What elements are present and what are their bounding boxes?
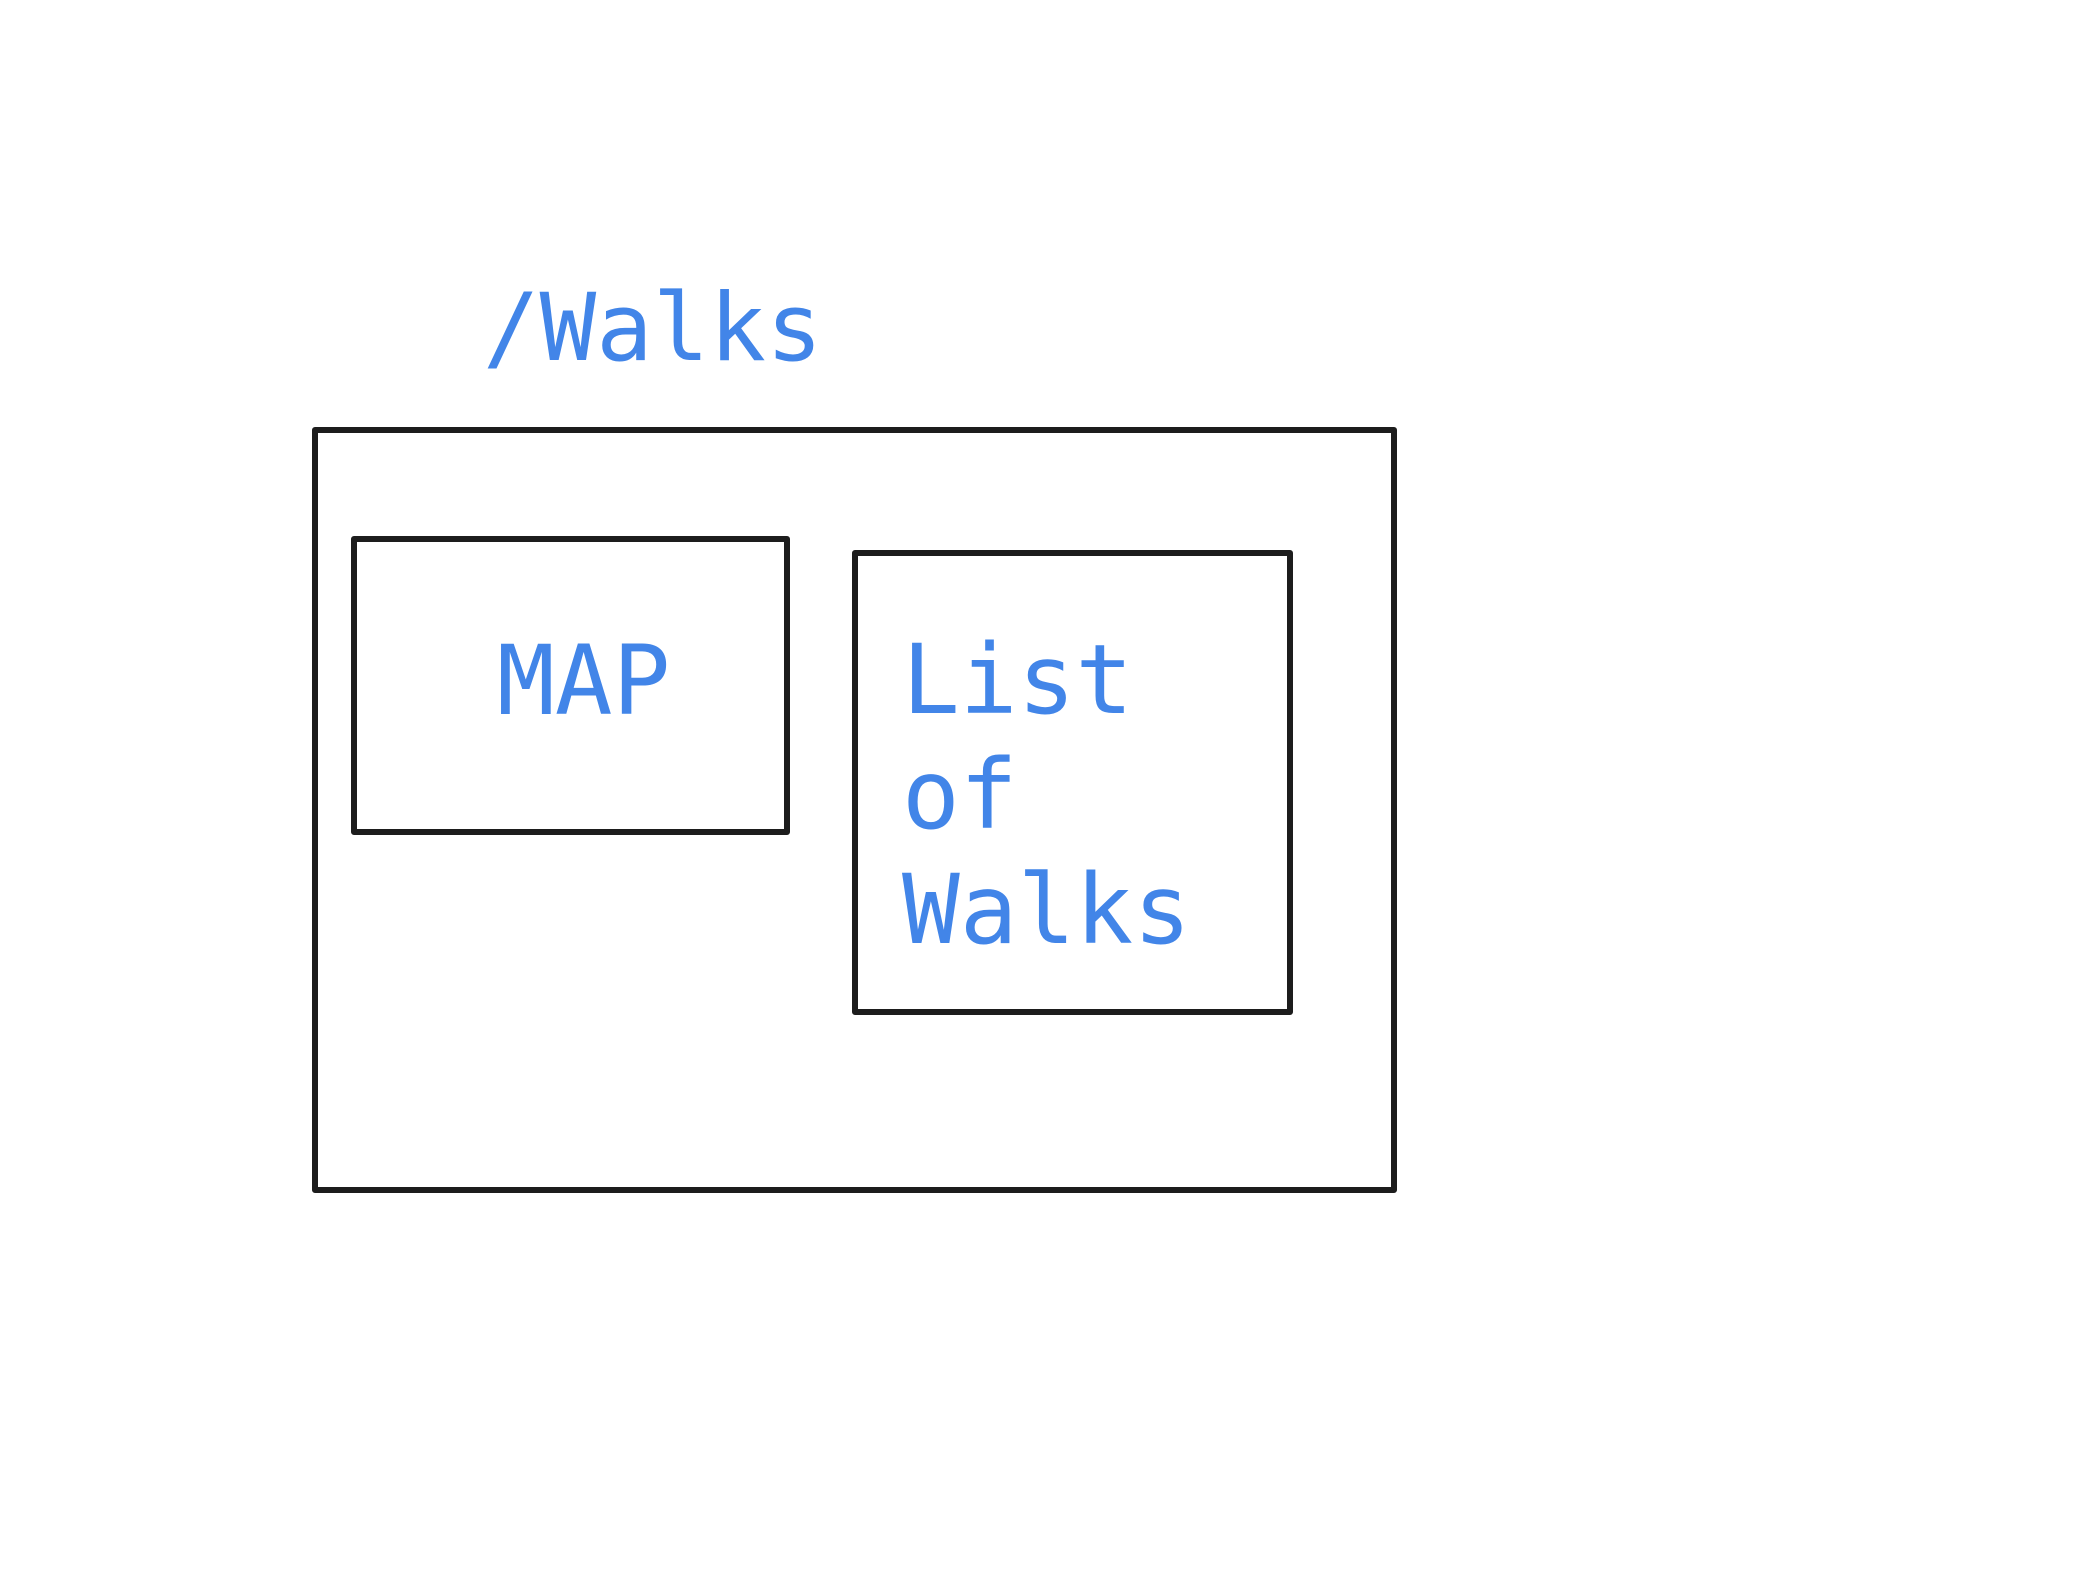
walks-list-box: List of Walks xyxy=(852,550,1293,1015)
walks-list-label-line: of xyxy=(902,739,1018,851)
walks-list-label: List of Walks xyxy=(902,623,1191,968)
route-label: /Walks xyxy=(483,274,823,383)
walks-list-label-line: List xyxy=(902,624,1134,736)
page-frame xyxy=(312,427,1397,1193)
map-label: MAP xyxy=(497,625,671,737)
walks-list-label-line: Walks xyxy=(902,854,1191,966)
map-box: MAP xyxy=(351,536,790,835)
